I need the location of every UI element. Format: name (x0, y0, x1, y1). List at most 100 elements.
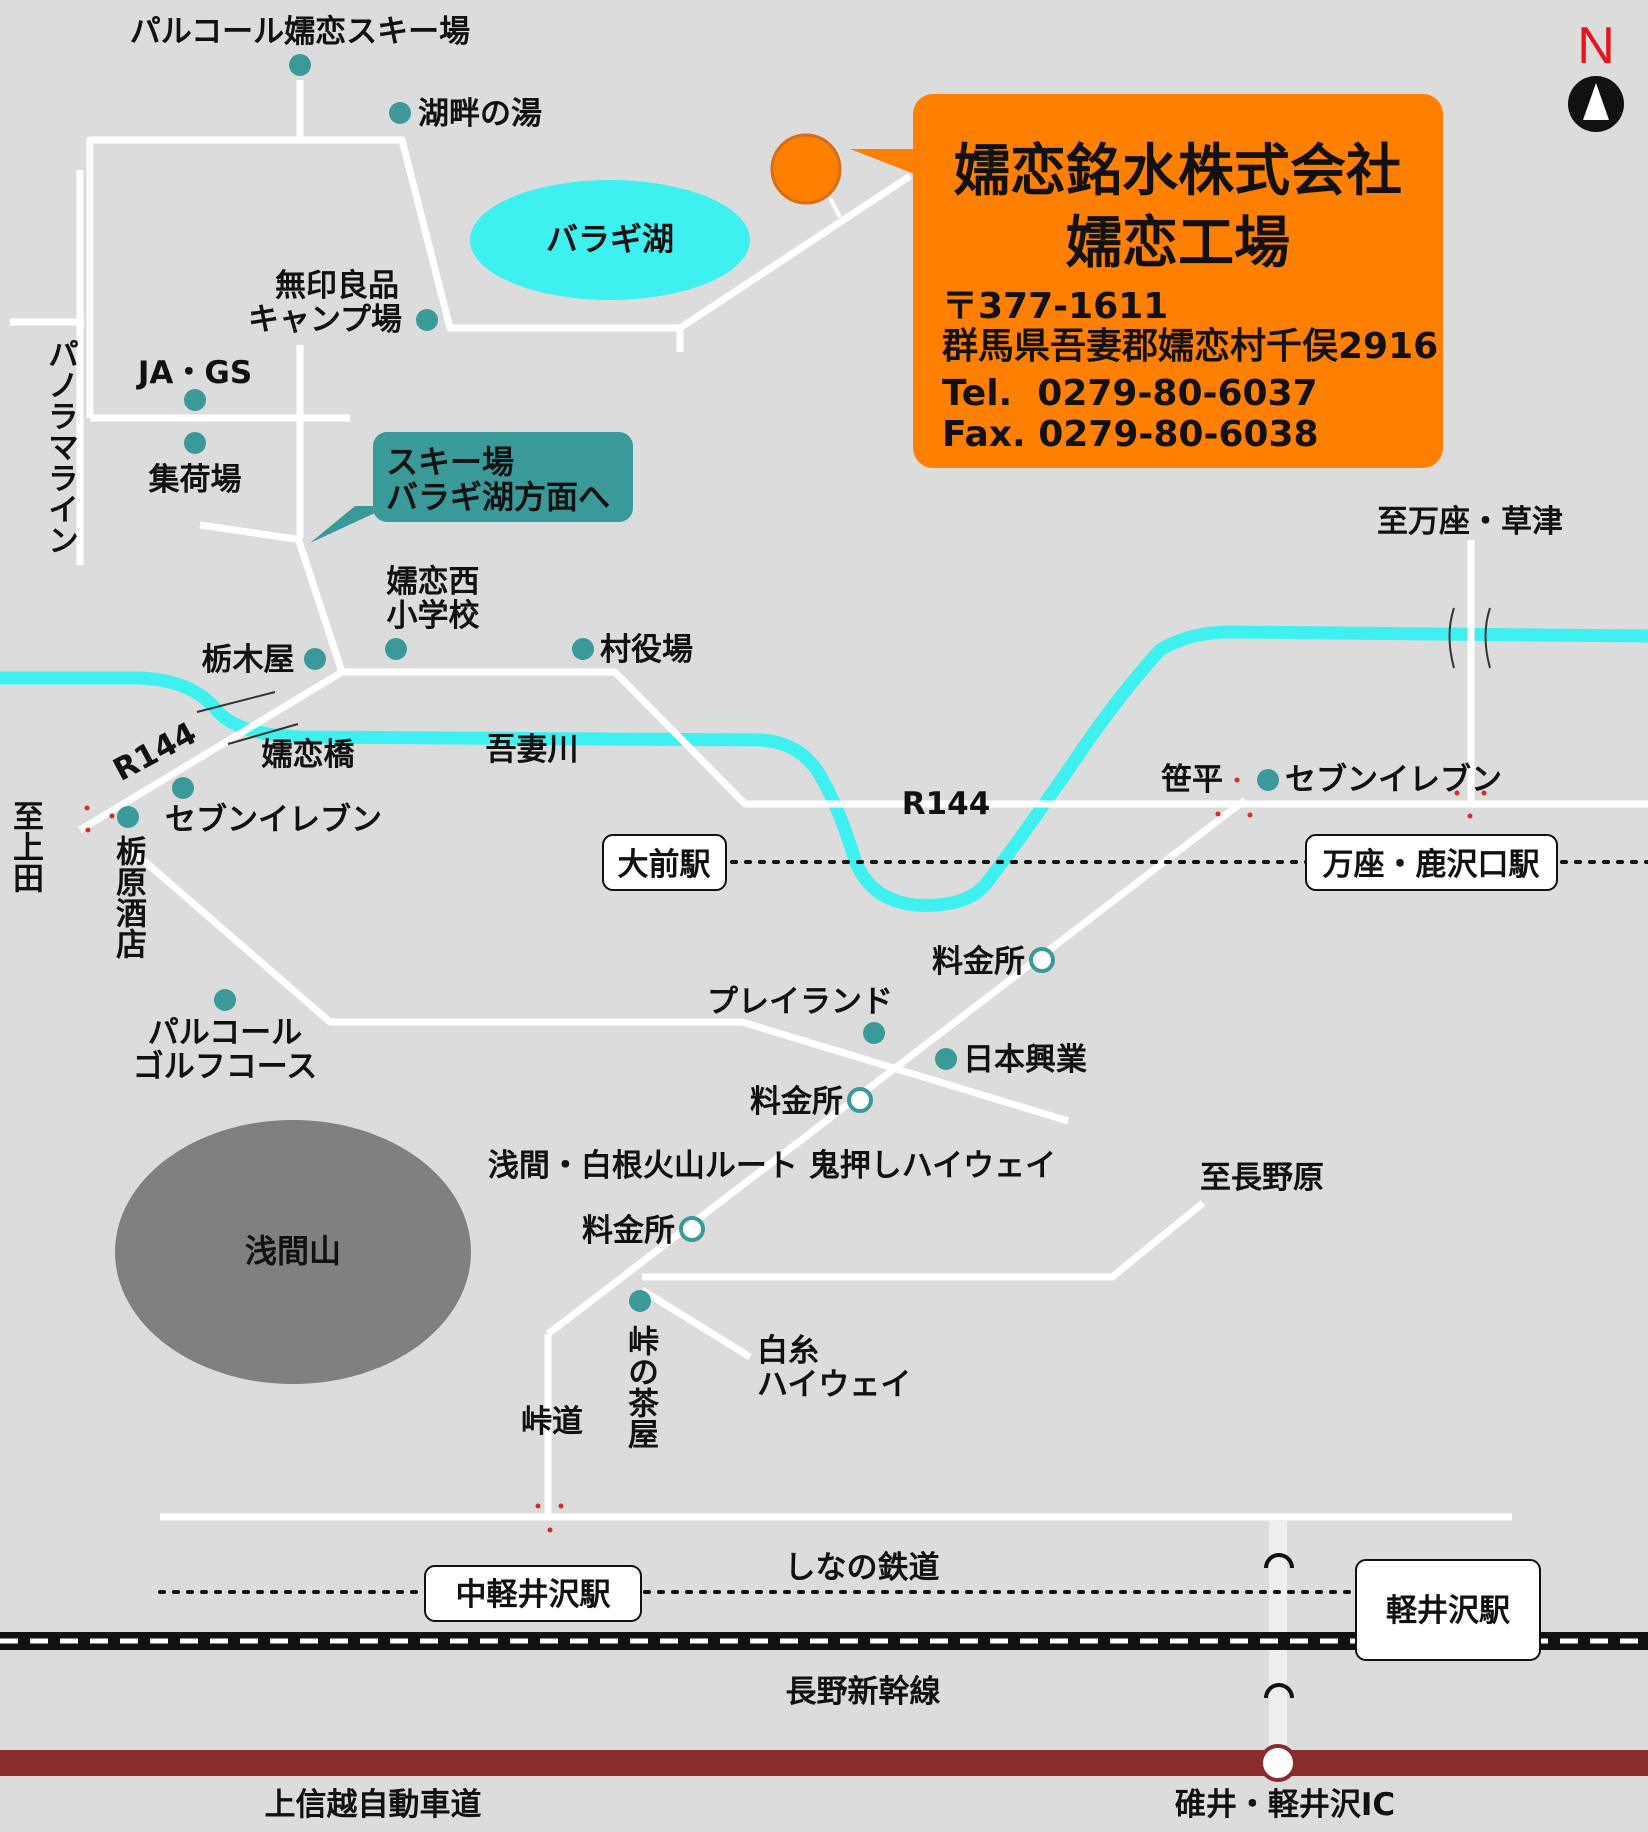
ja-gs-label: JA・GS (136, 355, 252, 391)
shiraito-label-2: ハイウェイ (757, 1367, 911, 1403)
toge-no-chaya-label: 峠の茶屋 (622, 1325, 659, 1449)
ski-area-callout: スキー場 バラギ湖方面へ (310, 432, 633, 543)
tochihara-sake-label: 栃原酒店 (110, 835, 147, 959)
palcole-golf-label-2: ゴルフコース (133, 1049, 317, 1085)
poi-nihon-kogyo (935, 1048, 957, 1070)
company-fax: Fax. 0279-80-6038 (942, 414, 1319, 455)
company-postal: 〒377-1611 (942, 286, 1168, 327)
poi-muji-camp (416, 309, 438, 331)
station-naka-karuizawa-label: 中軽井沢駅 (456, 1577, 611, 1613)
onioshi-highway-label: 浅間・白根火山ルート 鬼押しハイウェイ (488, 1148, 1056, 1184)
bridge-marks (196, 607, 1491, 745)
village-office-label: 村役場 (600, 632, 693, 668)
poi-palcole-ski (289, 54, 311, 76)
poi-ja-gs (184, 389, 206, 411)
to-naganohara-label: 至長野原 (1200, 1160, 1324, 1196)
play-land-label: プレイランド (707, 984, 893, 1020)
company-marker-tick (828, 197, 842, 218)
toge-michi-label: 峠道 (521, 1404, 583, 1440)
poi-tochihara-sake (117, 806, 139, 828)
local-railways (158, 860, 1648, 1594)
tollgate-rings (679, 947, 1055, 1242)
company-tel: Tel. 0279-80-6037 (942, 373, 1318, 414)
asama-mountain (115, 1120, 471, 1384)
to-manza-label: 至万座・草津 (1377, 504, 1563, 540)
poi-dots (117, 54, 1279, 1312)
station-omae-label: 大前駅 (618, 847, 711, 883)
road-naganohara (642, 1200, 1206, 1281)
road-network (10, 80, 1648, 1521)
poi-tochikiya (304, 648, 326, 670)
company-location-marker[interactable] (770, 133, 842, 205)
r144-west-label: R144 (107, 715, 202, 788)
company-factory: 嬬恋工場 (1065, 211, 1290, 276)
tollgate-3-label: 料金所 (582, 1213, 675, 1249)
tollgate-ring-2 (847, 1087, 873, 1113)
north-label: N (1577, 17, 1615, 75)
poi-seven-east (1257, 769, 1279, 791)
shukaba-label: 集荷場 (148, 462, 242, 498)
place-labels: パルコール嬬恋スキー場 湖畔の湯 無印良品 キャンプ場 JA・GS 集荷場 栃木… (130, 14, 1502, 1249)
road-r144-central (342, 668, 1648, 808)
panorama-line-label: パノラマライン (42, 338, 78, 555)
palcole-ski-label: パルコール嬬恋スキー場 (130, 14, 470, 50)
road-lake-loop (86, 136, 912, 418)
tsumagoi-bridge-label: 嬬恋橋 (261, 737, 356, 773)
poi-play-land (863, 1022, 885, 1044)
tsumagoi-nishi-label-2: 小学校 (387, 598, 480, 634)
station-karuizawa[interactable]: 軽井沢駅 (1355, 1559, 1541, 1661)
usui-ic-label: 碓井・軽井沢IC (1175, 1787, 1395, 1823)
road-entrance-marks (84, 777, 1487, 1533)
station-naka-karuizawa[interactable]: 中軽井沢駅 (424, 1565, 642, 1622)
road-onioshi (545, 797, 1248, 1337)
road-shiraito (640, 1287, 752, 1360)
tollgate-ring-1 (1029, 947, 1055, 973)
baragi-lake (470, 180, 750, 300)
r144-east-label: R144 (902, 786, 991, 822)
shinano-railway-label: しなの鉄道 (785, 1550, 940, 1586)
muji-camp-label-1: 無印良品 (275, 268, 399, 304)
road-labels: R144 R144 至万座・草津 至長野原 浅間・白根火山ルート 鬼押しハイウェ… (107, 504, 1563, 1823)
poi-tsumagoi-nishi (385, 638, 407, 660)
tochikiya-label: 栃木屋 (202, 642, 295, 678)
palcole-golf-label-1: パルコール (148, 1015, 302, 1051)
tollgate-2-label: 料金所 (750, 1084, 843, 1120)
poi-palcole-golf (214, 989, 236, 1011)
shiraito-label-1: 白糸 (757, 1333, 819, 1369)
north-compass: N (1568, 17, 1624, 132)
tollgate-1-label: 料金所 (932, 944, 1025, 980)
poi-village-office (572, 638, 594, 660)
to-ueda-label: 至上田 (7, 800, 43, 893)
muji-camp-label-2: キャンプ場 (248, 302, 402, 338)
ic-marker[interactable] (1259, 1744, 1297, 1782)
jyoshinetsu-label: 上信越自動車道 (265, 1787, 482, 1823)
jyoshinetsu-expressway (0, 1750, 1648, 1776)
callout-line-2: バラギ湖方面へ (386, 478, 610, 516)
tsumagoi-nishi-label-1: 嬬恋西 (386, 564, 480, 600)
company-pointer (850, 149, 930, 180)
asama-mountain-label: 浅間山 (245, 1232, 341, 1270)
kohan-no-yu-label: 湖畔の湯 (418, 96, 542, 132)
tunnel-marks (1264, 1553, 1294, 1699)
road-shukaba-branch (199, 521, 303, 544)
poi-seven-west (172, 777, 194, 799)
poi-toge-no-chaya (629, 1290, 651, 1312)
road-main-north (294, 536, 346, 674)
baragi-lake-label: バラギ湖 (546, 220, 674, 258)
seven-east-label: セブンイレブン (1285, 762, 1502, 798)
station-manza-kazawaguchi[interactable]: 万座・鹿沢口駅 (1305, 834, 1558, 891)
sasadaira-label: 笹平 (1161, 762, 1223, 798)
road-r144-west (78, 669, 344, 833)
company-name: 嬬恋銘水株式会社 (953, 139, 1402, 204)
shinkansen-label: 長野新幹線 (786, 1674, 941, 1710)
station-manza-label: 万座・鹿沢口駅 (1323, 847, 1540, 883)
nihon-kogyo-label: 日本興業 (963, 1042, 1087, 1078)
tollgate-ring-3 (679, 1216, 705, 1242)
company-info-box: 嬬恋銘水株式会社 嬬恋工場 〒377-1611 群馬県吾妻郡嬬恋村千俣2916 … (913, 94, 1443, 468)
poi-kohan-no-yu (389, 102, 411, 124)
station-karuizawa-label: 軽井沢駅 (1386, 1593, 1510, 1629)
callout-line-1: スキー場 (386, 443, 514, 481)
station-omae[interactable]: 大前駅 (602, 834, 727, 891)
